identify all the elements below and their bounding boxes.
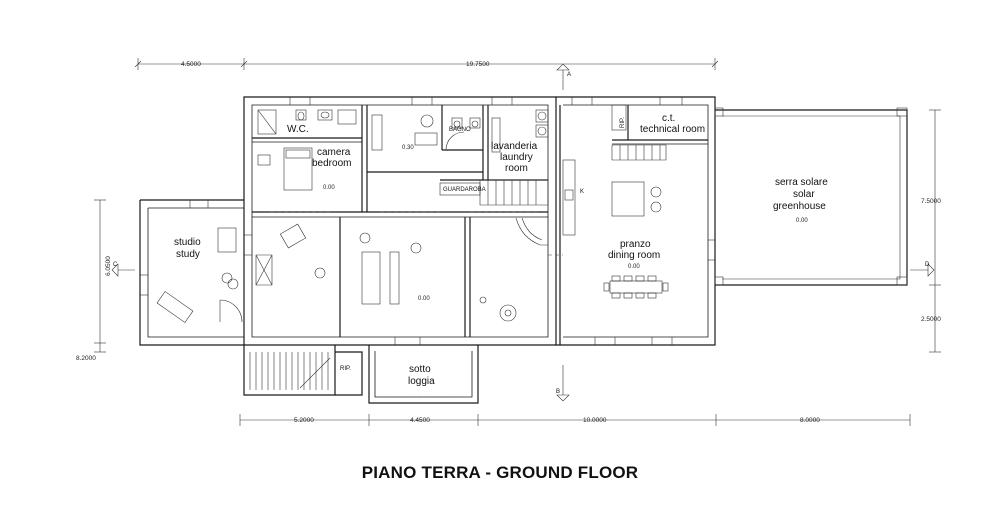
plan-title: PIANO TERRA - GROUND FLOOR	[361, 463, 639, 482]
dimension-top-left: 4.5000	[181, 61, 201, 68]
dimension-right-top: 7.5000	[921, 198, 941, 205]
room-label-dining-room: dining room	[608, 250, 660, 261]
elevation-label: 0.30	[402, 145, 414, 151]
room-label-k: K	[580, 189, 584, 195]
dimension-bottom-4: 8.0000	[800, 417, 820, 424]
dimension-lines	[94, 58, 941, 426]
dimension-left-small: 8.2000	[76, 355, 96, 362]
room-label-study: study	[176, 249, 200, 260]
section-label-d: D	[925, 262, 930, 268]
elevation-label: 0.00	[628, 264, 640, 270]
room-label-ct: c.t.	[662, 113, 675, 124]
room-label-serra-solare: serra solare	[775, 177, 828, 188]
dimension-left-main: 6.0500	[105, 256, 112, 276]
elevation-label: 0.00	[323, 185, 335, 191]
room-label-solar: solar	[793, 189, 815, 200]
room-label-sotto: sotto	[409, 364, 431, 375]
room-label-rip-bottom: RIP.	[340, 366, 351, 372]
walls	[139, 96, 716, 346]
dimension-top-right: 19.7500	[466, 61, 490, 68]
dimension-right-bottom: 2.5000	[921, 316, 941, 323]
room-label-pranzo: pranzo	[620, 239, 651, 250]
section-label-b: B	[556, 389, 560, 395]
room-label-rip-top: RIP.	[620, 117, 626, 128]
room-label-studio: studio	[174, 237, 201, 248]
room-label-bedroom: bedroom	[312, 158, 351, 169]
elevation-label: 0.00	[418, 296, 430, 302]
dimension-bottom-1: 5.2000	[294, 417, 314, 424]
room-label-camera: camera	[317, 147, 351, 158]
room-label-laundry: laundry	[500, 152, 533, 163]
dimension-bottom-3: 10.0000	[583, 417, 607, 424]
room-label-lavanderia: lavanderia	[491, 141, 538, 152]
room-label-wc: W.C.	[287, 124, 309, 135]
furniture	[156, 104, 669, 323]
interior-stairs	[479, 179, 549, 246]
section-markers	[111, 63, 935, 402]
elevation-label: 0.00	[796, 218, 808, 224]
exterior-stairs	[243, 345, 363, 396]
solar-greenhouse	[714, 107, 908, 286]
room-label-room: room	[505, 163, 528, 174]
room-label-greenhouse: greenhouse	[773, 201, 826, 212]
room-label-guardaroba: GUARDAROBA	[443, 187, 486, 193]
room-label-loggia: loggia	[408, 376, 435, 387]
loggia	[368, 345, 479, 404]
room-label-bagno: BAGNO	[449, 127, 471, 133]
section-label-c: C	[113, 262, 118, 268]
room-label-technical-room: technical room	[640, 124, 705, 135]
dimension-bottom-2: 4.4500	[410, 417, 430, 424]
section-label-a: A	[567, 72, 571, 78]
